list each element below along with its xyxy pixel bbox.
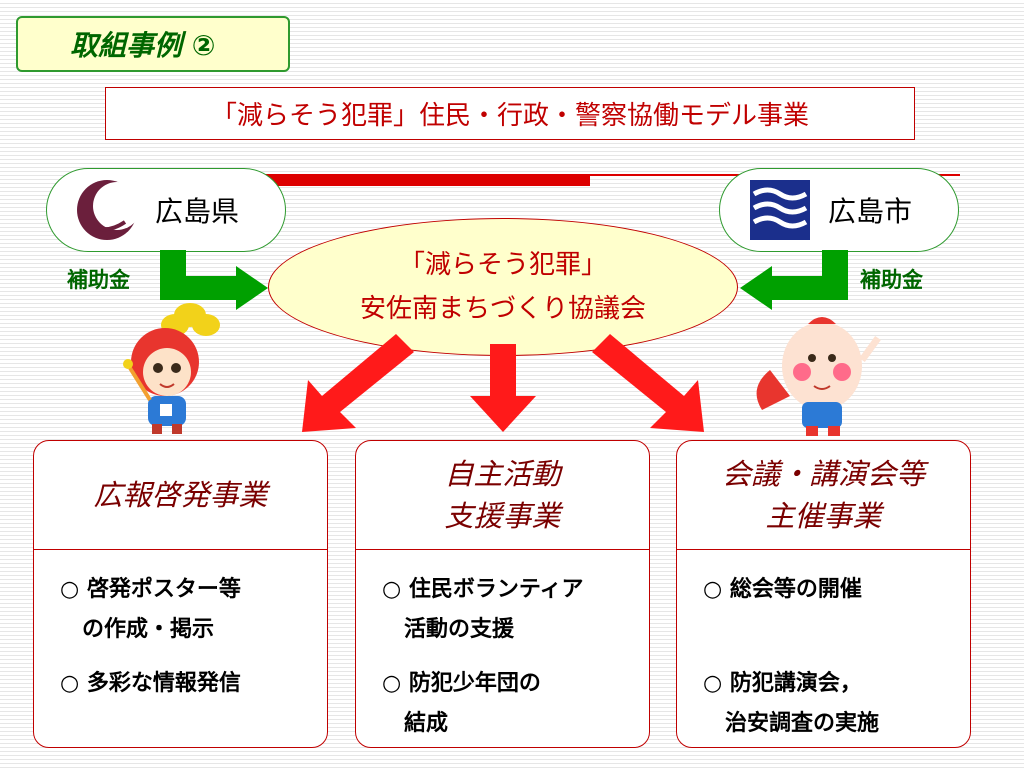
hiroshima-city-emblem-icon (750, 180, 810, 240)
panel-body: ○ 総会等の開催 ○ 防犯講演会， 治安調査の実施 (677, 550, 970, 744)
panel-title: 自主活動 支援事業 (356, 441, 649, 550)
flower-girl-mascot-icon (123, 303, 220, 434)
prefecture-name: 広島県 (155, 195, 240, 228)
panel-item: ○ 住民ボランティア 活動の支援 (382, 570, 649, 650)
panel-title-line: 自主活動 (444, 457, 561, 491)
item-line: 治安調査の実施 (725, 711, 880, 736)
slide-tag: 取組事例 ② (16, 16, 290, 72)
subsidy-label-right: 補助金 (860, 268, 923, 292)
panel-title-line: 会議・講演会等 (721, 457, 925, 491)
panel-meetings-lectures: 会議・講演会等 主催事業 ○ 総会等の開催 ○ 防犯講演会， 治安調査の実施 (676, 440, 971, 748)
item-line: ○ 多彩な情報発信 (60, 671, 241, 696)
city-node: 広島市 (719, 168, 959, 252)
panel-body: ○ 住民ボランティア 活動の支援 ○ 防犯少年団の 結成 (356, 550, 649, 744)
council-node: 「減らそう犯罪」 安佐南まちづくり協議会 (268, 218, 738, 356)
council-line-2: 安佐南まちづくり協議会 (359, 294, 646, 324)
subtitle-box: 「減らそう犯罪」住民・行政・警察協働モデル事業 (105, 87, 915, 140)
panel-item: ○ 防犯講演会， 治安調査の実施 (703, 664, 970, 744)
red-arrow-right (592, 334, 704, 432)
item-line: 結成 (404, 711, 449, 736)
green-arrow-right (740, 250, 848, 310)
subsidy-label-left: 補助金 (67, 268, 130, 292)
panel-title: 広報啓発事業 (34, 441, 327, 550)
item-line: ○ 防犯少年団の (382, 671, 541, 696)
panel-title: 会議・講演会等 主催事業 (677, 441, 970, 550)
panel-item: ○ 多彩な情報発信 (60, 664, 327, 704)
item-line: ○ 住民ボランティア (382, 577, 584, 602)
red-arrow-center (470, 344, 536, 432)
panel-title-line: 支援事業 (444, 499, 561, 533)
panel-item: ○ 総会等の開催 (703, 570, 970, 610)
slide-tag-label: 取組事例 ② (70, 29, 216, 62)
hiroshima-prefecture-emblem-icon (77, 180, 141, 240)
red-accent-bar (250, 174, 590, 186)
peach-hero-mascot-icon (756, 317, 881, 436)
prefecture-node: 広島県 (46, 168, 286, 252)
council-line-1: 「減らそう犯罪」 (398, 250, 607, 280)
item-line: ○ 啓発ポスター等 (60, 577, 241, 602)
panel-body: ○ 啓発ポスター等 の作成・掲示 ○ 多彩な情報発信 (34, 550, 327, 704)
item-line: の作成・掲示 (82, 617, 215, 642)
panel-title-line: 広報啓発事業 (93, 478, 268, 512)
panel-item: ○ 啓発ポスター等 の作成・掲示 (60, 570, 327, 650)
green-arrow-left (160, 250, 268, 310)
item-line: 活動の支援 (404, 617, 515, 642)
subtitle-text: 「減らそう犯罪」住民・行政・警察協働モデル事業 (210, 101, 809, 131)
item-line: ○ 防犯講演会， (703, 671, 862, 696)
item-line: ○ 総会等の開催 (703, 577, 862, 602)
panel-title-line: 主催事業 (765, 499, 882, 533)
city-name: 広島市 (828, 195, 913, 228)
panel-item: ○ 防犯少年団の 結成 (382, 664, 649, 744)
panel-public-awareness: 広報啓発事業 ○ 啓発ポスター等 の作成・掲示 ○ 多彩な情報発信 (33, 440, 328, 748)
panel-volunteer-support: 自主活動 支援事業 ○ 住民ボランティア 活動の支援 ○ 防犯少年団の 結成 (355, 440, 650, 748)
